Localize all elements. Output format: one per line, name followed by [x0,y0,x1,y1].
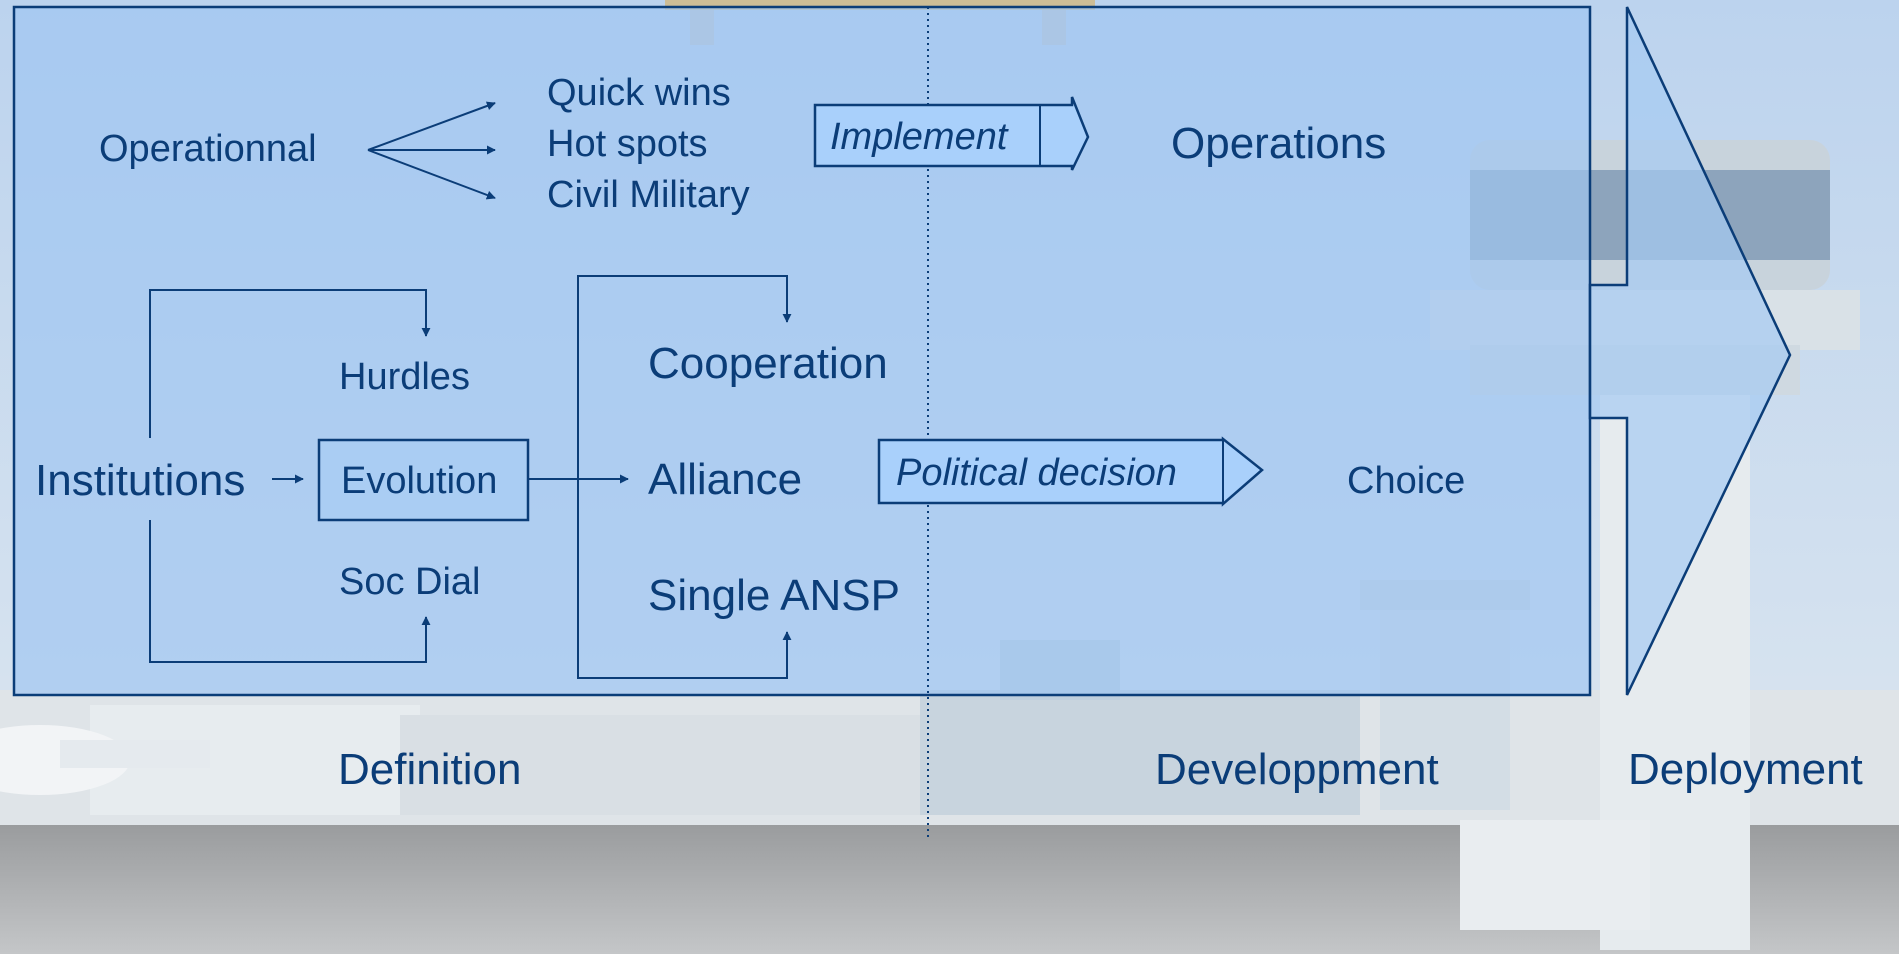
single-ansp-label: Single ANSP [648,571,900,620]
choice-label: Choice [1347,460,1466,502]
options-to-cooperation-connector [577,275,792,479]
alliance-label: Alliance [648,455,803,504]
evolution-box [317,438,530,522]
hot-spots-label: Hot spots [547,123,708,165]
arrow-to-civil-military [367,149,496,200]
institutions-to-hurdles-connector [149,289,431,438]
hurdles-label: Hurdles [339,356,470,398]
civil-military-label: Civil Military [547,174,750,216]
institutions-label: Institutions [35,456,246,505]
political-decision-label: Political decision [896,452,1177,494]
institutions-to-soc-dial-connector [149,520,431,663]
implement-block-arrow [813,96,1090,171]
operations-label: Operations [1171,119,1387,168]
deployment-chevron [1588,6,1792,696]
cooperation-label: Cooperation [648,339,888,388]
phase-definition-label: Definition [338,745,522,794]
soc-dial-label: Soc Dial [339,561,481,603]
political-decision-block-arrow [877,436,1264,507]
phase-deployment-label: Deployment [1628,745,1863,794]
operationnal-label: Operationnal [99,128,317,170]
phase-development-label: Developpment [1155,745,1439,794]
options-to-single-ansp-connector [577,479,792,679]
arrow-to-quick-wins [367,101,496,151]
definition-development-panel [12,5,1592,697]
quick-wins-label: Quick wins [547,72,731,114]
evolution-label: Evolution [341,460,498,502]
implement-label: Implement [830,116,1008,158]
